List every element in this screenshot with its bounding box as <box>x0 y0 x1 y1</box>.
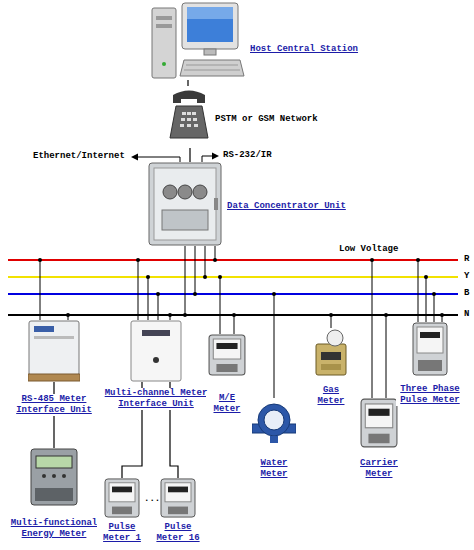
pulse-meter: Pulse Meter 16 <box>160 478 196 518</box>
wire <box>215 246 216 260</box>
bus-lines <box>8 260 458 315</box>
wire <box>274 294 275 398</box>
neutral-line <box>8 314 458 316</box>
gas-meter: Gas Meter <box>313 328 349 376</box>
wire <box>372 260 373 398</box>
mf-icon <box>30 448 78 506</box>
node-label: Carrier Meter <box>355 458 403 480</box>
dot <box>329 313 333 317</box>
arrowhead <box>131 154 138 161</box>
connector-line <box>189 148 190 162</box>
meter-device: M/E Meter <box>208 334 246 376</box>
meter3-icon <box>412 322 448 376</box>
phase-letter: R <box>463 254 470 265</box>
node-label: Host Central Station <box>249 44 359 55</box>
wire <box>185 246 186 315</box>
phone-icon <box>168 86 210 148</box>
wire <box>434 294 435 322</box>
node-label: Pulse Meter 16 <box>153 522 203 544</box>
node-label: Multi-functional Energy Meter <box>7 518 101 540</box>
phase-b-line <box>8 293 458 295</box>
dot <box>272 292 276 296</box>
wire <box>138 260 139 320</box>
junction-dots <box>38 258 444 317</box>
dot <box>432 292 436 296</box>
energy-meter: Multi-functional Energy Meter <box>30 448 78 506</box>
meter-icon <box>360 398 398 448</box>
node-label: Data Concentrator Unit <box>226 201 347 212</box>
node-label: M/E Meter <box>206 393 248 415</box>
dot <box>440 313 444 317</box>
meter-icon <box>104 478 140 518</box>
phase-r-line <box>8 259 458 261</box>
node-label: Pulse Meter 1 <box>97 522 147 544</box>
meter-icon <box>160 478 196 518</box>
dot <box>38 258 42 262</box>
wire <box>205 246 206 277</box>
dot <box>384 313 388 317</box>
water-icon <box>252 398 296 444</box>
wire <box>234 315 235 334</box>
node-label: Gas Meter <box>310 385 352 407</box>
dot <box>370 258 374 262</box>
port-label: Ethernet/Internet <box>32 151 126 162</box>
mc-icon <box>130 320 182 382</box>
concentrator-cabinet: Data Concentrator Unit <box>148 162 222 246</box>
rs-icon <box>28 320 80 382</box>
wire <box>195 246 196 294</box>
dot <box>183 313 187 317</box>
node-label: RS-485 Meter Interface Unit <box>12 394 96 416</box>
dcu-icon <box>148 162 222 246</box>
pulse-meter: Pulse Meter 1 <box>104 478 140 518</box>
meter-device: Carrier Meter <box>360 398 398 448</box>
rs232-arrow-line <box>202 156 213 162</box>
interface-unit: Multi-channel Meter Interface Unit <box>130 320 182 382</box>
dot <box>168 313 172 317</box>
arrowhead <box>212 153 219 160</box>
dot <box>213 258 217 262</box>
dot <box>193 292 197 296</box>
wire <box>418 260 419 322</box>
wire <box>386 315 387 398</box>
wire <box>148 277 149 320</box>
interface-unit: RS-485 Meter Interface Unit <box>28 320 80 382</box>
wire <box>426 277 427 322</box>
phase-letter: Y <box>463 271 470 282</box>
dot <box>203 275 207 279</box>
bus-label: Low Voltage <box>338 244 399 255</box>
port-label: RS-232/IR <box>222 150 273 161</box>
wire <box>40 260 41 320</box>
drop-wires <box>40 246 442 398</box>
dot <box>416 258 420 262</box>
dot <box>136 258 140 262</box>
port-arrows <box>131 153 219 163</box>
node-label: Multi-channel Meter Interface Unit <box>98 388 214 410</box>
phase-letter: N <box>463 309 470 320</box>
gas-icon <box>313 328 349 376</box>
wire <box>220 277 221 334</box>
meter-icon <box>208 334 246 376</box>
dot <box>424 275 428 279</box>
dot <box>218 275 222 279</box>
connector-line <box>187 80 188 86</box>
wire <box>158 294 159 320</box>
node-label: PSTM or GSM Network <box>214 114 319 125</box>
dot <box>156 292 160 296</box>
host-computer: Host Central Station <box>150 2 245 80</box>
ellipsis-mark: ... <box>143 494 161 505</box>
water-meter: Water Meter <box>252 398 296 444</box>
node-label: Water Meter <box>253 458 295 480</box>
node-label: Three Phase Pulse Meter <box>396 384 464 406</box>
dot <box>66 313 70 317</box>
phase-y-line <box>8 276 458 278</box>
dot <box>146 275 150 279</box>
meter-device: Three Phase Pulse Meter <box>412 322 448 376</box>
pc-icon <box>150 2 245 80</box>
dot <box>232 313 236 317</box>
network-telephone: PSTM or GSM Network <box>168 86 210 148</box>
phase-letter: B <box>463 288 470 299</box>
ethernet-arrow-line <box>136 157 180 162</box>
